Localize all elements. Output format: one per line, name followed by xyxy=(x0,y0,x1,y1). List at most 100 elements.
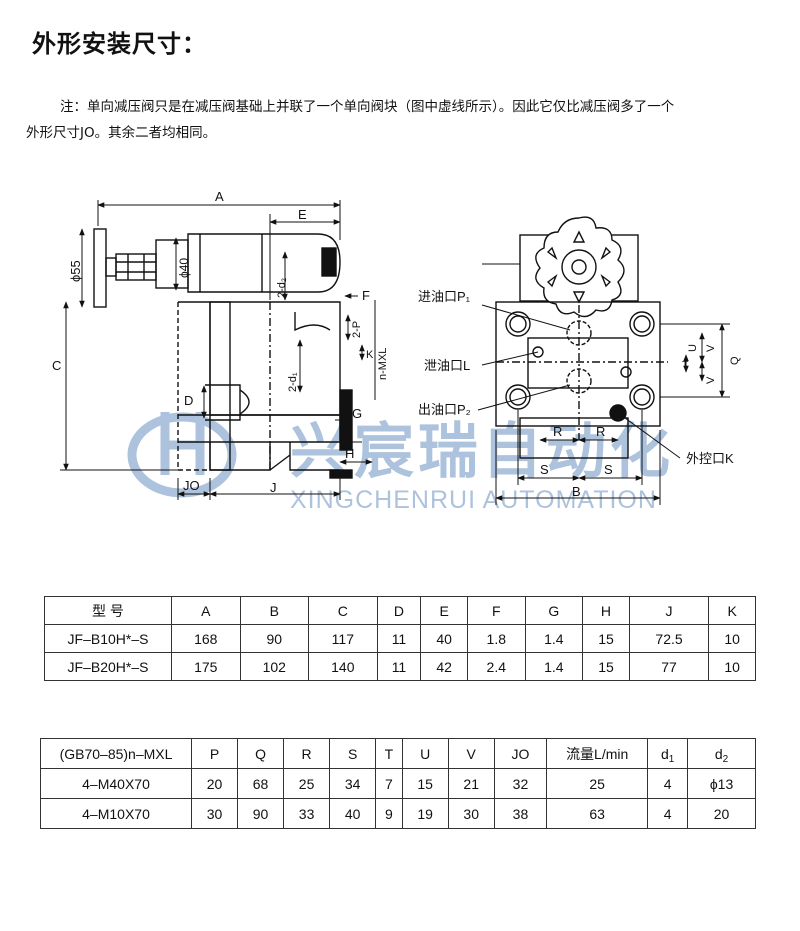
dim-e: E xyxy=(298,207,307,222)
table-cell: 68 xyxy=(237,768,285,799)
top-view-labels: Q U V V T R R S S B 进油口P₁ 泄油口L 出油口P₂ 外控口… xyxy=(418,289,741,499)
table-cell: 10 xyxy=(708,624,756,653)
dim-q: Q xyxy=(729,356,741,365)
table-cell: 38 xyxy=(493,798,548,829)
dim-r-right: R xyxy=(596,424,605,439)
table-cell: ϕ13 xyxy=(687,768,756,799)
table-cell: 15 xyxy=(582,652,630,681)
dim-g: G xyxy=(352,406,362,421)
table-header: 流量L/min xyxy=(546,738,649,769)
watermark-logo xyxy=(127,412,237,498)
table-row: JF–B20H*–S 175 102 140 11 42 2.4 1.4 15 … xyxy=(44,652,756,681)
table-header-row: (GB70–85)n–MXL P Q R S T U V JO 流量L/min … xyxy=(40,738,756,769)
table-cell: 90 xyxy=(237,798,285,829)
top-view xyxy=(495,216,668,459)
table-header: U xyxy=(401,738,449,769)
table-cell: JF–B20H*–S xyxy=(44,652,172,681)
port-p1: 进油口P₁ xyxy=(418,289,471,304)
table-cell: 7 xyxy=(375,768,403,799)
table-cell: 40 xyxy=(329,798,377,829)
side-view-dimensions xyxy=(60,200,376,500)
table-header: J xyxy=(628,596,710,625)
table-cell: 40 xyxy=(420,624,468,653)
dim-d2: 2-d₂ xyxy=(276,278,288,298)
table-header: E xyxy=(420,596,468,625)
table-row: JF–B10H*–S 168 90 117 11 40 1.8 1.4 15 7… xyxy=(44,624,756,653)
note-line-1: 注：单向减压阀只是在减压阀基础上并联了一个单向阀块（图中虚线所示）。因此它仅比减… xyxy=(60,99,675,115)
table-cell: 4–M10X70 xyxy=(40,798,192,829)
table-cell: 11 xyxy=(376,624,422,653)
dim-d: D xyxy=(184,393,193,408)
watermark-en: XINGCHENRUI AUTOMATION xyxy=(290,486,657,514)
table-cell: 168 xyxy=(171,624,241,653)
table-cell: 30 xyxy=(447,798,495,829)
dim-v-bottom: V xyxy=(705,376,717,384)
dim-f: F xyxy=(362,288,370,303)
table-cell: 102 xyxy=(239,652,310,681)
dim-k: K xyxy=(366,349,374,361)
table-cell: 11 xyxy=(376,652,422,681)
table-header: G xyxy=(524,596,584,625)
table-cell: 1.8 xyxy=(466,624,526,653)
dim-nmxl: n-MXL xyxy=(377,348,389,380)
watermark: 兴宸瑞自动化 XINGCHENRUI AUTOMATION xyxy=(127,412,674,514)
table-header: A xyxy=(171,596,241,625)
table-cell: JF–B10H*–S xyxy=(44,624,172,653)
dimension-table-2: (GB70–85)n–MXL P Q R S T U V JO 流量L/min … xyxy=(40,738,756,829)
table-cell: 33 xyxy=(283,798,331,829)
table-cell: 140 xyxy=(308,652,378,681)
table-header-d1: d1 xyxy=(647,738,689,769)
table-cell: 25 xyxy=(546,768,649,799)
table-header: F xyxy=(466,596,526,625)
table-header: 型 号 xyxy=(44,596,172,625)
table-cell: 63 xyxy=(546,798,649,829)
port-l: 泄油口L xyxy=(424,358,470,373)
table-header: JO xyxy=(493,738,548,769)
top-view-dimensions xyxy=(477,263,730,505)
table-header: T xyxy=(375,738,403,769)
table-cell: 20 xyxy=(190,768,239,799)
table-header: B xyxy=(239,596,310,625)
table-cell: 2.4 xyxy=(466,652,526,681)
dimension-table-1: 型 号 A B C D E F G H J K JF–B10H*–S 168 9… xyxy=(44,596,756,681)
dim-jo: JO xyxy=(183,478,200,493)
dim-j: J xyxy=(270,480,277,495)
page-title: 外形安装尺寸： xyxy=(32,30,207,58)
dim-a: A xyxy=(215,189,224,204)
table-header: H xyxy=(582,596,630,625)
table-cell: 32 xyxy=(493,768,548,799)
table-cell: 4 xyxy=(647,768,689,799)
port-k: 外控口K xyxy=(686,451,734,466)
dim-v-top: V xyxy=(705,344,717,352)
table-cell: 77 xyxy=(628,652,710,681)
table-cell: 30 xyxy=(190,798,239,829)
dim-c: C xyxy=(52,358,61,373)
d1-base: d xyxy=(660,745,669,762)
dim-phi55: ϕ55 xyxy=(68,260,83,282)
table-cell: 42 xyxy=(420,652,468,681)
table-cell: 34 xyxy=(329,768,377,799)
table-cell: 21 xyxy=(447,768,495,799)
dim-phi40: ϕ40 xyxy=(177,258,191,278)
table-header: R xyxy=(283,738,331,769)
table-cell: 25 xyxy=(283,768,331,799)
d2-base: d xyxy=(714,745,723,762)
table-row: 4–M10X70 30 90 33 40 9 19 30 38 63 4 20 xyxy=(40,798,756,829)
d1-subscript: 1 xyxy=(668,753,675,765)
dim-p: 2-P xyxy=(351,321,363,338)
dim-s-left: S xyxy=(540,462,549,477)
table-cell: 90 xyxy=(239,624,310,653)
side-view-labels: A E C ϕ55 ϕ40 2-d₂ 2-d₁ F 2-P K n-MXL D … xyxy=(52,189,389,495)
table-cell: 4 xyxy=(647,798,689,829)
dim-s-right: S xyxy=(604,462,613,477)
watermark-cn: 兴宸瑞自动化 xyxy=(290,418,674,485)
dim-r-left: R xyxy=(553,424,562,439)
table-header: K xyxy=(708,596,756,625)
table-header: V xyxy=(447,738,495,769)
table-cell: 10 xyxy=(708,652,756,681)
table-cell: 15 xyxy=(401,768,449,799)
table-header: P xyxy=(190,738,239,769)
table-header-d2: d2 xyxy=(687,738,756,769)
table-cell: 20 xyxy=(687,798,756,829)
note-line-2: 外形尺寸JO。其余二者均相同。 xyxy=(26,125,217,141)
